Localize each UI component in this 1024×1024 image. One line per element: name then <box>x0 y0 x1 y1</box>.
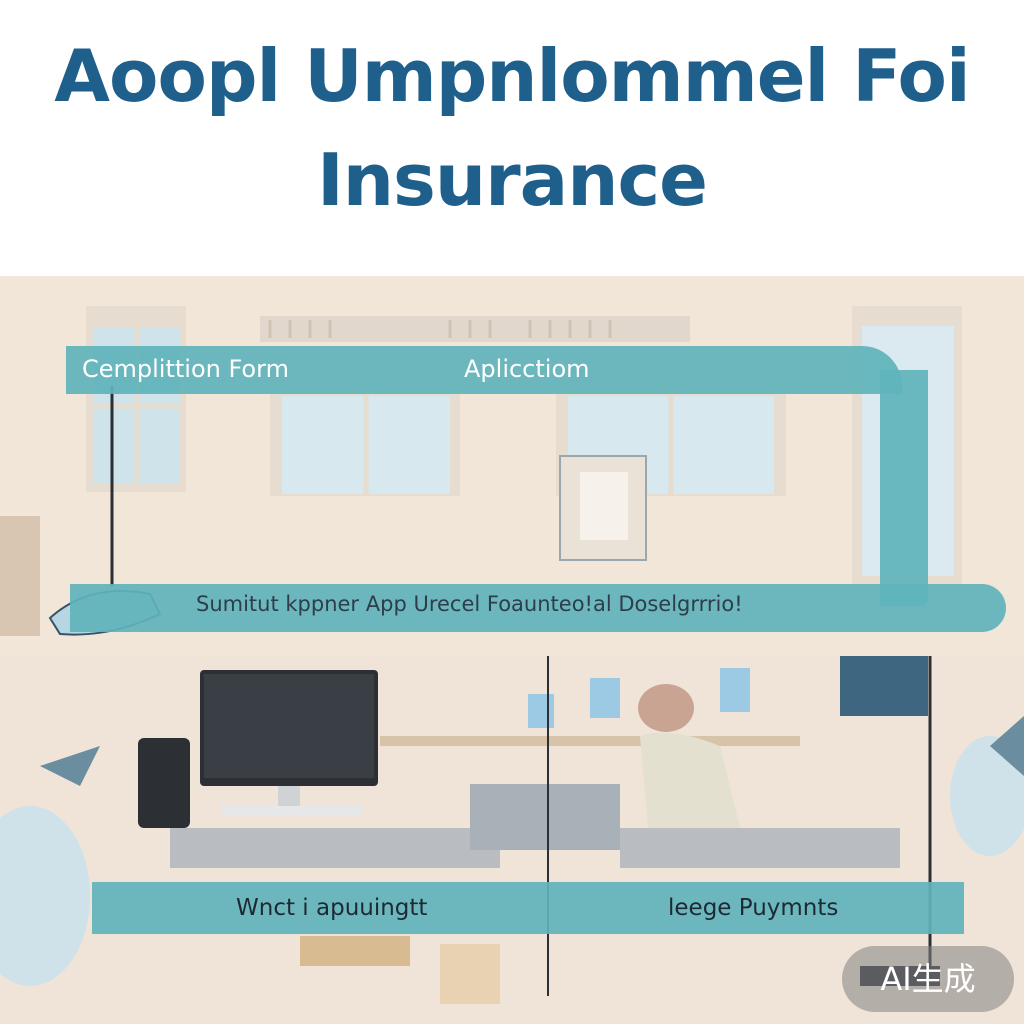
title-line-2: Insurance <box>316 138 708 222</box>
left-shelf <box>0 516 40 636</box>
window-center-left <box>270 386 460 496</box>
desk-right <box>620 828 900 868</box>
flow-band-bottom <box>92 882 964 934</box>
lamp-1 <box>528 694 554 728</box>
leaf-left <box>40 746 100 786</box>
page-title: Aoopl Umpnlommel Foi Insurance <box>0 28 1024 228</box>
lamp-3 <box>720 668 750 712</box>
completion-form-label: Cemplittion Form <box>82 355 289 383</box>
cabinet-panel <box>580 472 628 540</box>
window-left <box>86 306 186 492</box>
desk-left <box>170 828 500 868</box>
flow-band-top <box>66 346 902 394</box>
office-illustration <box>0 276 1024 1024</box>
leaf-right <box>990 716 1024 776</box>
keyboard <box>222 806 362 816</box>
window-center-right <box>556 386 786 496</box>
payments-label: leege Puymnts <box>668 895 839 921</box>
plant-right <box>950 736 1024 856</box>
cabinet-mid <box>470 784 620 850</box>
plant-left <box>0 806 90 986</box>
chair <box>440 944 500 1004</box>
flow-connector <box>880 370 928 606</box>
flow-band-middle <box>70 584 1006 632</box>
lamp-2 <box>590 678 620 718</box>
ai-generated-watermark: AI生成 <box>842 946 1014 1012</box>
what-step-label: Wnct i apuuingtt <box>236 895 428 921</box>
person-body <box>640 732 740 828</box>
wall-panel <box>840 656 928 716</box>
title-line-1: Aoopl Umpnlommel Foi <box>54 34 970 118</box>
monitor-stand <box>278 786 300 808</box>
submit-step-label: Sumitut kppner App Urecel Foaunteo!al Do… <box>196 592 743 616</box>
application-label: Aplicctiom <box>464 355 590 383</box>
ceiling-vent <box>260 316 690 342</box>
monitor-screen <box>204 674 374 778</box>
bench <box>300 936 410 966</box>
printer <box>138 738 190 828</box>
vent-slats <box>268 320 612 338</box>
office-scene-svg <box>0 276 1024 1024</box>
back-desk <box>380 736 800 746</box>
person-head <box>638 684 694 732</box>
